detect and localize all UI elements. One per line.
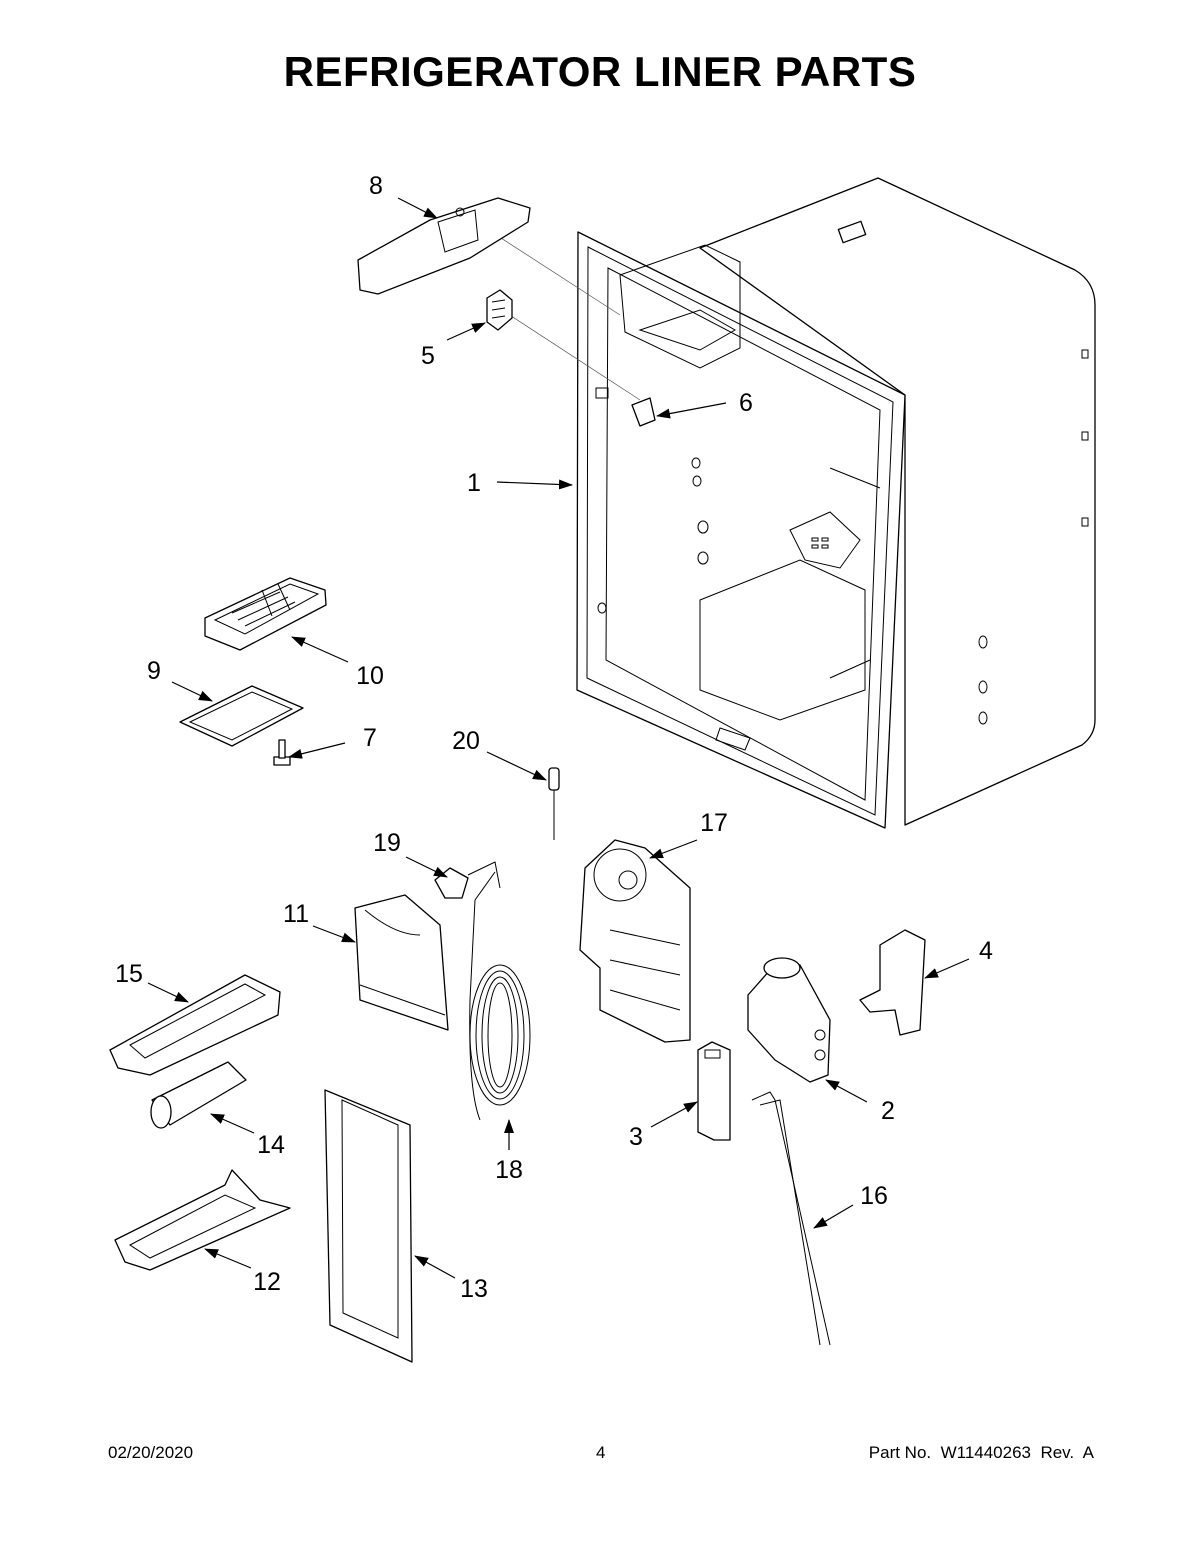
part-10 — [204, 577, 327, 651]
callout-3: 3 — [629, 1123, 643, 1151]
callout-18: 18 — [495, 1156, 523, 1184]
part-11 — [354, 894, 449, 1031]
part-12 — [114, 1169, 291, 1271]
part-5 — [486, 289, 513, 331]
footer-part-number: Part No. W11440263 Rev. A — [868, 1443, 1094, 1462]
part-3 — [697, 1041, 731, 1141]
callout-14: 14 — [257, 1131, 285, 1159]
part-20 — [548, 767, 560, 840]
part-liner — [576, 177, 1096, 829]
callout-1: 1 — [467, 469, 481, 497]
callout-6: 6 — [739, 389, 753, 417]
part-8 — [357, 197, 531, 295]
callout-15: 15 — [115, 960, 143, 988]
callout-7: 7 — [363, 724, 377, 752]
callout-2: 2 — [881, 1097, 895, 1125]
part-19 — [434, 861, 501, 1121]
footer-date: 02/20/2020 — [108, 1443, 194, 1462]
part-17 — [579, 839, 691, 1043]
callout-16: 16 — [860, 1182, 888, 1210]
callout-arrows — [147, 197, 970, 1279]
callout-11: 11 — [283, 900, 309, 928]
part-4 — [859, 929, 926, 1036]
part-16 — [751, 1091, 831, 1346]
callout-19: 19 — [373, 829, 401, 857]
part-18 — [469, 964, 531, 1106]
part-9 — [179, 685, 304, 747]
callout-9: 9 — [147, 657, 161, 685]
part-14 — [150, 1061, 247, 1129]
page-title: REFRIGERATOR LINER PARTS — [283, 48, 917, 95]
callout-12: 12 — [253, 1268, 281, 1296]
callout-20: 20 — [452, 727, 480, 755]
part-7 — [273, 739, 291, 766]
part-2 — [747, 957, 831, 1083]
footer-page-number: 4 — [596, 1443, 606, 1462]
callout-8: 8 — [369, 172, 383, 200]
callout-17: 17 — [700, 809, 728, 837]
callout-5: 5 — [421, 342, 435, 370]
part-15 — [109, 974, 281, 1076]
callout-10: 10 — [356, 662, 384, 690]
callout-numbers: 8 5 6 1 10 9 7 20 17 19 11 4 15 2 3 14 1… — [115, 172, 993, 1303]
callout-13: 13 — [460, 1275, 488, 1303]
callout-4: 4 — [979, 937, 993, 965]
part-13 — [324, 1089, 413, 1363]
